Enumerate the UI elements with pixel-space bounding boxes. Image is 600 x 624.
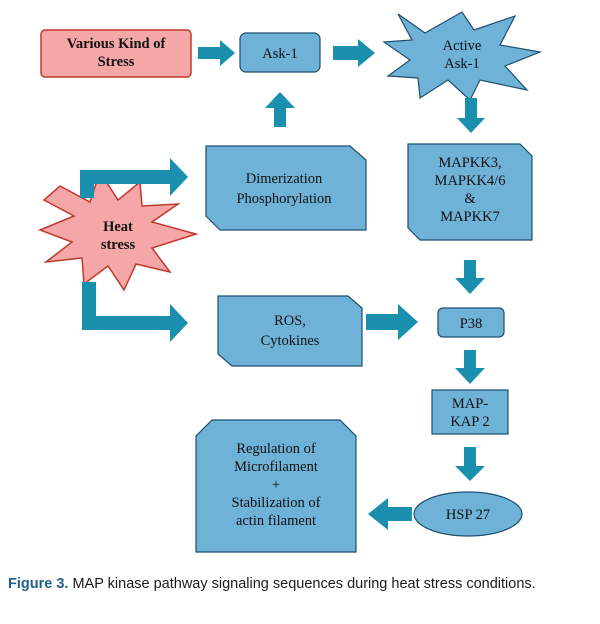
mapkk-label: MAPKK3,MAPKK4/6&MAPKK7 (435, 155, 506, 225)
regulation-box (195, 419, 357, 553)
ros-box (217, 295, 363, 367)
arrow-heat-to-ros (82, 282, 188, 342)
active-ask1-burst (382, 11, 543, 101)
p38-label: P38 (460, 316, 483, 332)
ask1-label: Ask-1 (262, 46, 297, 62)
arrow-mapkk-to-p38 (455, 260, 485, 294)
mapkap2-box (431, 389, 509, 435)
arrow-ask1-to-active (333, 39, 375, 67)
arrow-active-to-mapkk (457, 98, 485, 133)
arrow-mapkap2-to-hsp27 (455, 447, 485, 481)
ask1-box (239, 32, 321, 73)
ros-label: ROS,Cytokines (261, 313, 320, 349)
arrow-heat-to-dimerization (80, 158, 188, 198)
stress-box (40, 29, 192, 78)
hsp27-label: HSP 27 (446, 507, 490, 523)
caption-label: Figure (8, 576, 53, 592)
mapkap2-label: MAP-KAP 2 (450, 396, 489, 430)
arrow-stress-to-ask1 (198, 40, 235, 66)
figure-caption: Figure 3. MAP kinase pathway signaling s… (8, 574, 592, 594)
heat-stress-burst (37, 170, 199, 292)
caption-number: 3. (56, 576, 69, 592)
mapkk-box (407, 143, 533, 241)
arrow-dimerization-to-ask1 (265, 92, 295, 127)
arrow-p38-to-mapkap2 (455, 350, 485, 384)
p38-box (437, 307, 505, 338)
hsp27-ellipse (413, 491, 523, 537)
pathway-diagram: .box { fill:#6fb2d8; stroke:#1d4f6e; str… (37, 11, 543, 553)
arrow-ros-to-p38 (366, 304, 418, 340)
dimerization-box (205, 145, 367, 231)
arrow-hsp27-to-regulation (368, 498, 412, 530)
caption-text: MAP kinase pathway signaling sequences d… (72, 576, 536, 592)
